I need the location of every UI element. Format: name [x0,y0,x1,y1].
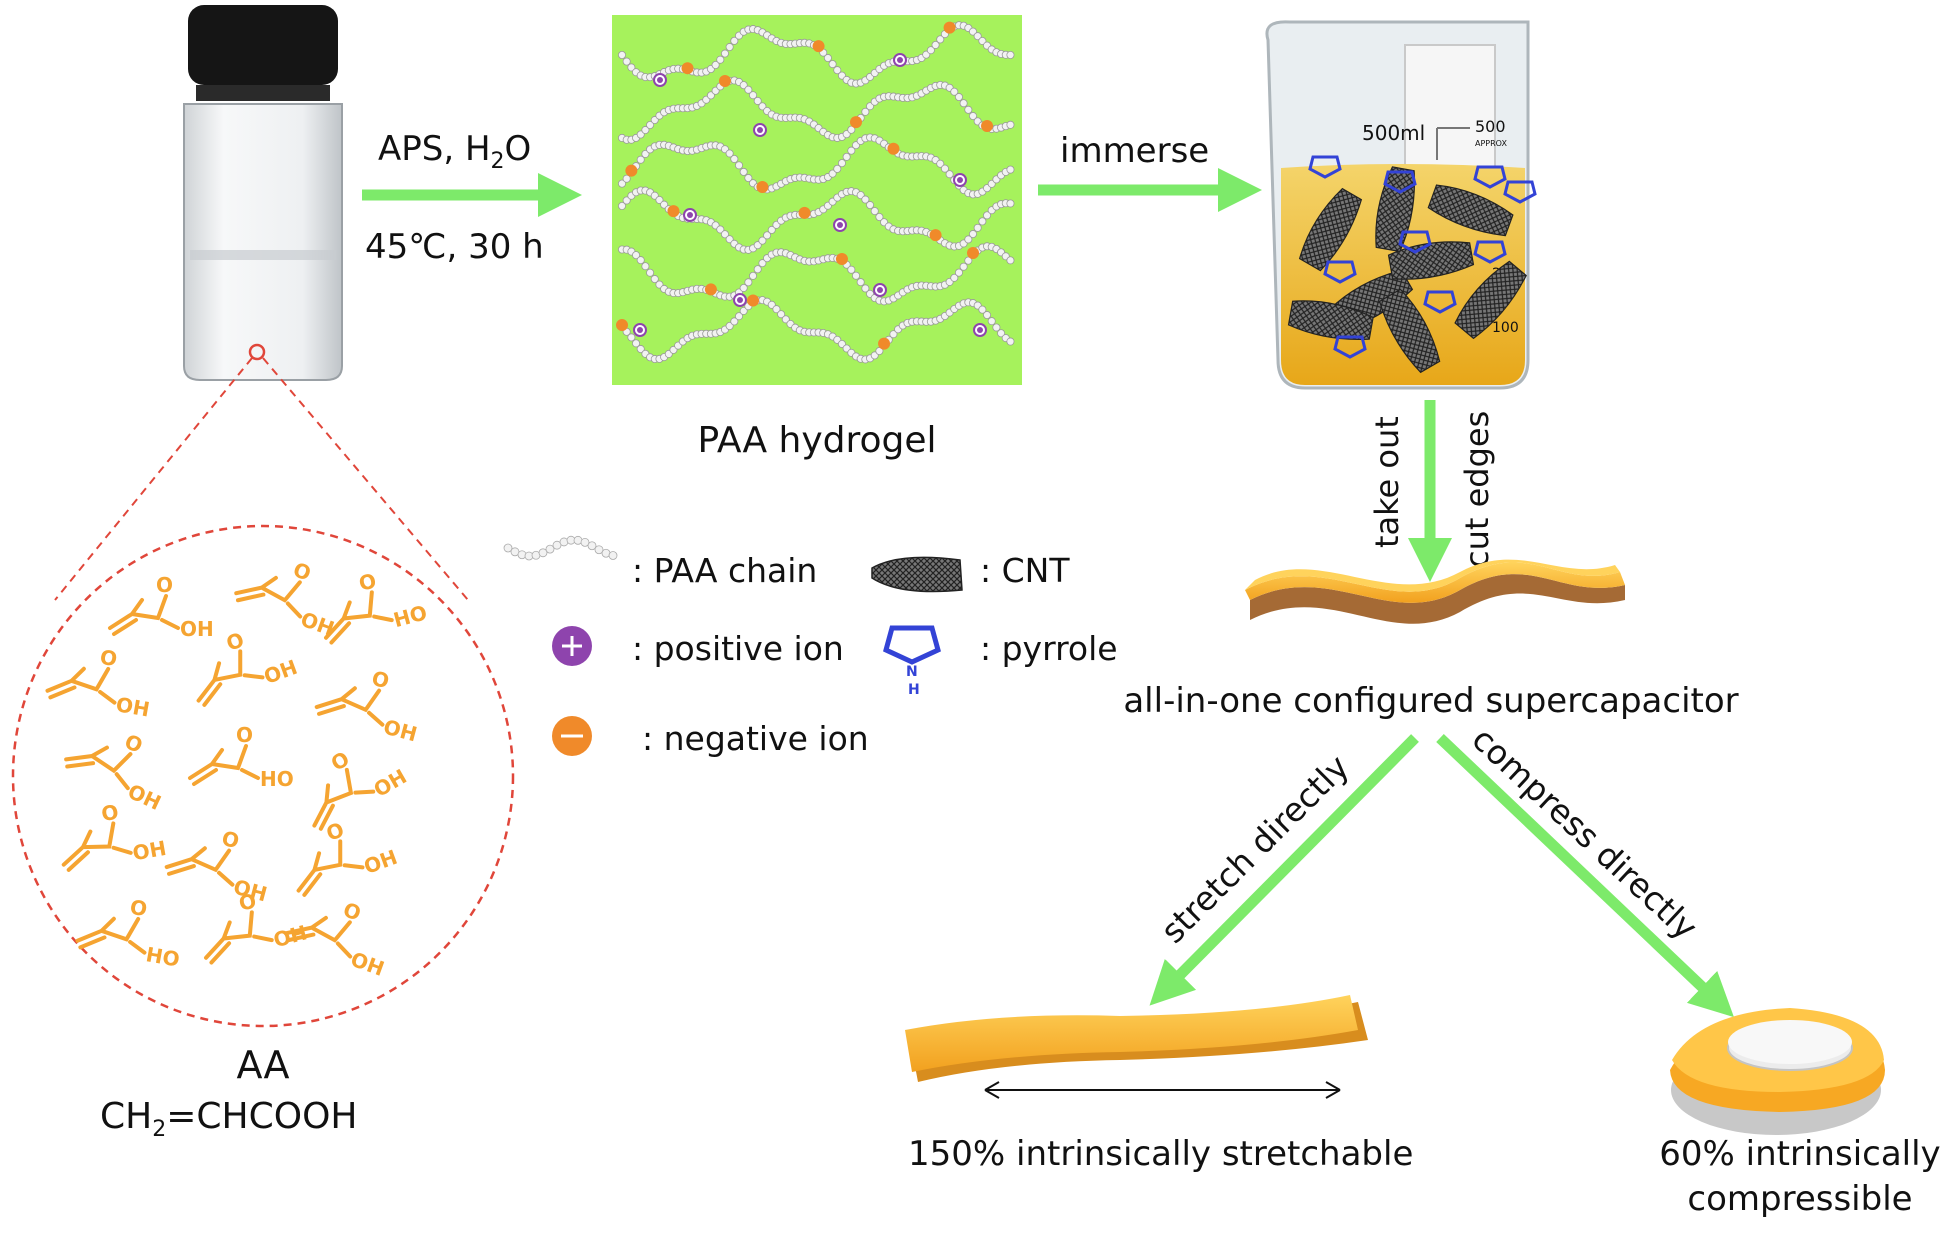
zoom-origin-circle [248,343,266,361]
svg-text:O: O [219,826,242,854]
aa-molecule: O OH [61,800,168,872]
step2-label: immerse [1060,131,1209,171]
paa-hydrogel-illustration [612,15,1022,385]
svg-text:H: H [908,682,920,698]
aa-molecule: O HO [188,723,294,791]
beaker-scale-500: 500 [1475,117,1506,136]
beaker-scale-unit: APPROX [1475,139,1507,148]
svg-text:N: N [906,664,918,680]
aa-molecule: O HO [75,895,182,972]
compress-result-line1: 60% intrinsically [1659,1134,1940,1174]
legend-pyrrole-label: : pyrrole [980,629,1118,668]
step1-reagents: APS, H2O [378,129,531,174]
legend-negative-ion-label: : negative ion [642,719,869,758]
svg-text:OH: OH [114,692,151,721]
svg-text:OH: OH [180,617,214,641]
legend-pyrrole-swatch: N H [883,625,941,698]
svg-text:O: O [369,666,392,694]
vial-glass [183,103,343,381]
stretched-device [905,995,1368,1082]
svg-text:O: O [99,800,120,827]
svg-text:OH: OH [131,836,168,865]
stretch-result: 150% intrinsically stretchable [908,1134,1413,1174]
beaker-illustration: 500ml 500 APPROX 200 100 [1265,20,1537,390]
step1-conditions: 45℃, 30 h [365,227,544,267]
compress-label: compress directly [1465,719,1706,947]
zoom-line-right [262,357,469,601]
hydrogel-square [612,15,1022,385]
svg-text:O: O [128,895,149,922]
legend-positive-ion-label: : positive ion [632,629,844,668]
monomer-name: AA [236,1043,289,1087]
compressed-device [1670,1008,1885,1135]
svg-text:HO: HO [260,767,294,791]
beaker-volume-label: 500ml [1362,121,1425,145]
svg-text:O: O [156,573,173,597]
hydrogel-label: PAA hydrogel [697,420,936,461]
aa-molecule: O OH [108,573,214,641]
legend-paa-chain-label: : PAA chain [632,551,817,590]
aa-molecule: O OH [45,645,152,722]
zoom-circle [11,524,515,1028]
svg-text:O: O [356,568,379,596]
legend: : PAA chain : CNT : positive ion N H : p… [503,535,1118,758]
vial-cap [188,5,338,85]
beaker-contents [1287,155,1537,374]
zoom-line-left [54,357,253,601]
step3-left-label: take out [1368,416,1406,548]
aa-molecule: OOH [164,826,270,906]
svg-text:O: O [236,888,259,916]
legend-paa-chain-swatch [503,535,618,561]
monomer-formula: CH2=CHCOOH [100,1096,357,1142]
legend-negative-ion-swatch [552,716,592,756]
product-label: all-in-one configured supercapacitor [1123,681,1738,721]
step3-right-label: cut edges [1458,411,1496,568]
svg-text:O: O [98,645,119,672]
legend-positive-ion-swatch [552,626,592,666]
chain-layer [616,21,1015,364]
legend-cnt-swatch [871,556,963,593]
svg-text:HO: HO [144,942,181,971]
supercapacitor-device [1245,559,1625,624]
vial-illustration [183,5,343,381]
svg-text:O: O [236,723,253,747]
compress-arrow [1436,734,1734,1018]
legend-cnt-label: : CNT [980,551,1070,590]
stretch-label: stretch directly [1153,747,1357,951]
beaker-scale-100: 100 [1492,320,1519,336]
compress-result-line2: compressible [1687,1179,1912,1219]
stretch-arrow [1149,734,1419,1006]
